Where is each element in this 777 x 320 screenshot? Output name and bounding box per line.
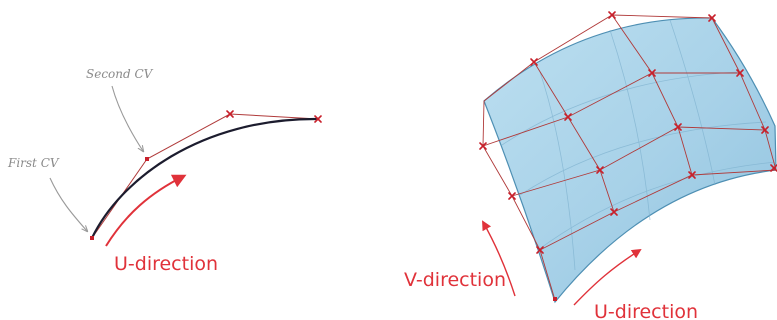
cv-marker <box>674 123 682 131</box>
cv-marker <box>508 192 516 200</box>
v-direction-label: V-direction <box>404 269 506 291</box>
surface-cv-markers <box>479 11 777 301</box>
cv-marker <box>761 126 769 134</box>
v-direction-arrow <box>482 220 516 297</box>
cv-marker <box>536 246 544 254</box>
second-cv-marker <box>145 157 149 161</box>
surface-control-hull <box>482 14 777 301</box>
cv-marker <box>608 11 616 19</box>
curve-diagram: Second CV First CV U-direction <box>7 67 322 275</box>
cv-marker <box>530 58 538 66</box>
cv-marker <box>648 69 656 77</box>
first-surface-cv-marker <box>553 297 557 301</box>
u-direction-arrow <box>573 248 642 306</box>
nurbs-surface <box>483 17 777 304</box>
curve-cv-markers <box>90 110 322 240</box>
cv-marker <box>736 69 744 77</box>
first-cv-marker <box>90 236 94 240</box>
cv-marker <box>314 115 322 123</box>
u-direction-label: U-direction <box>114 253 218 275</box>
cv-marker <box>708 14 716 22</box>
u-direction-label: U-direction <box>594 301 698 320</box>
first-cv-pointer <box>49 177 87 231</box>
cv-marker <box>564 113 572 121</box>
first-cv-label: First CV <box>7 156 60 170</box>
u-direction-arrow <box>105 174 187 247</box>
surface-diagram: V-direction U-direction <box>404 11 777 320</box>
cv-marker <box>688 171 696 179</box>
surface-isoparms <box>501 19 777 271</box>
nurbs-curve <box>90 117 320 240</box>
cv-marker <box>596 166 604 174</box>
second-cv-pointer <box>111 85 143 151</box>
cv-marker <box>226 110 234 118</box>
cv-marker <box>610 208 618 216</box>
cv-marker <box>770 164 777 172</box>
second-cv-label: Second CV <box>86 67 154 81</box>
cv-marker <box>479 142 487 150</box>
